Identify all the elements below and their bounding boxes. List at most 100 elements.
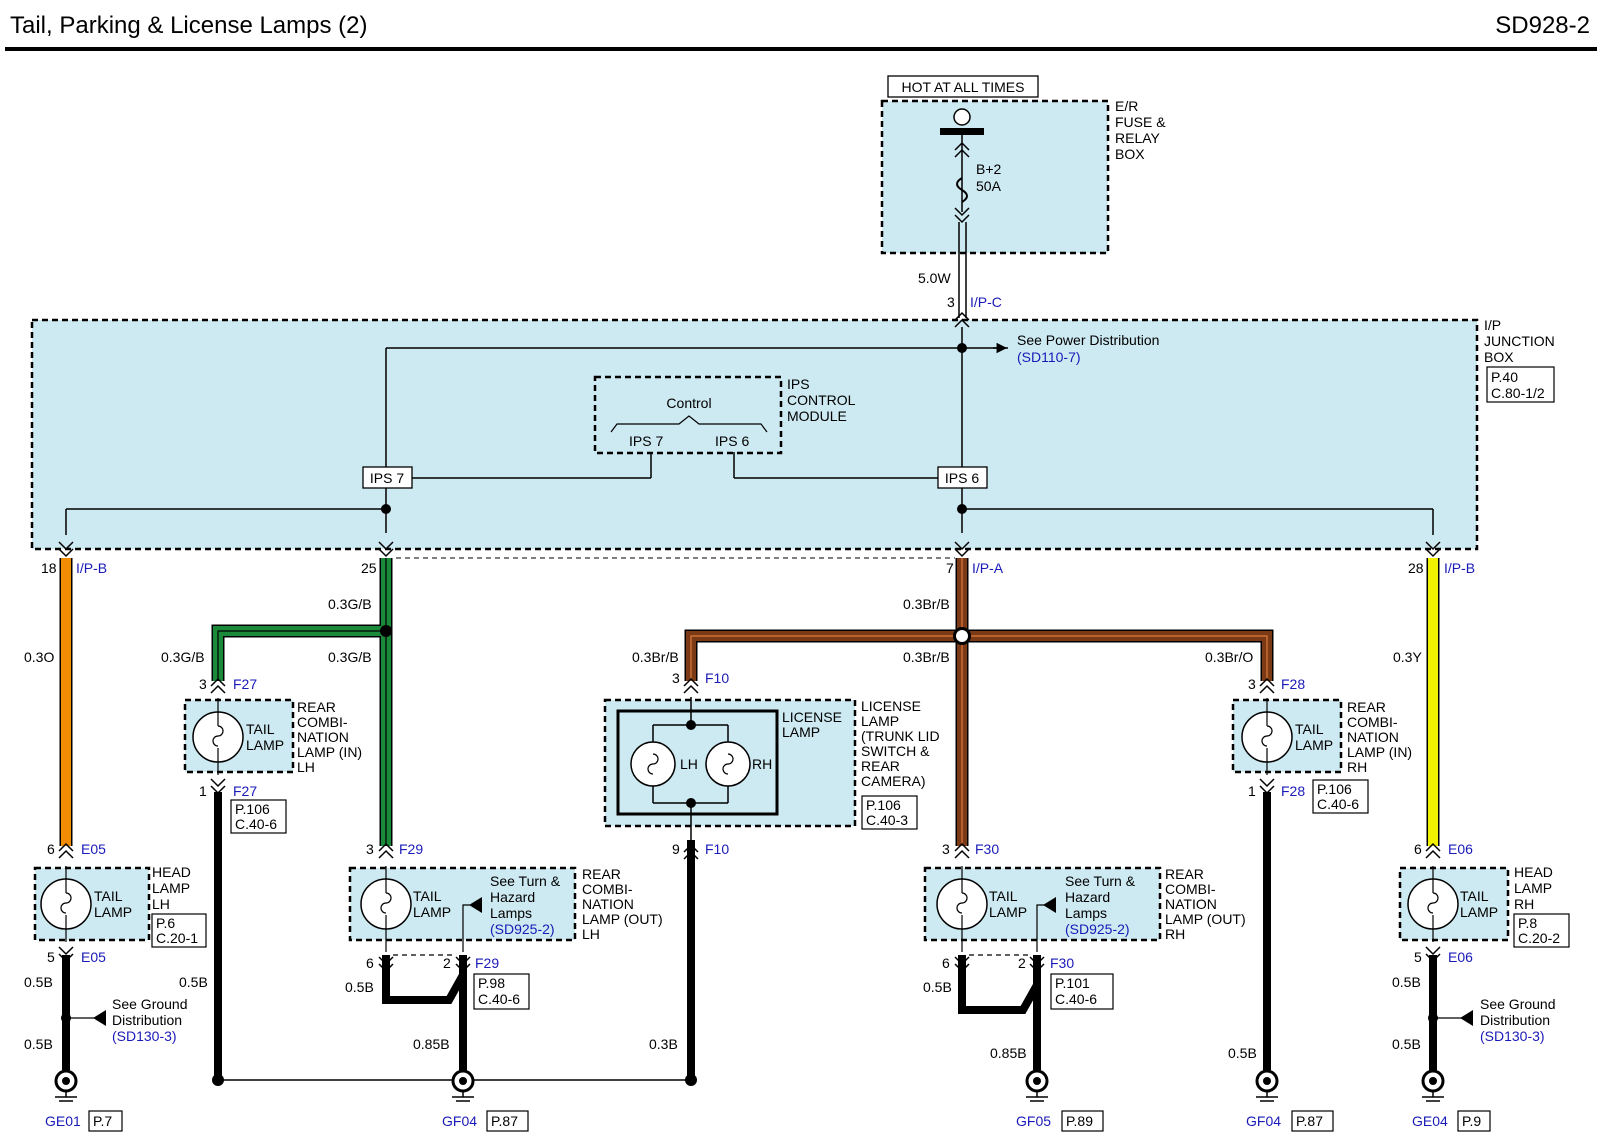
head-lamp-lh-tail: TAIL: [94, 888, 123, 904]
rc-in-rh-ref-conn[interactable]: C.40-6: [1317, 796, 1359, 812]
svg-text:I/P: I/P: [1484, 317, 1501, 333]
svg-text:JUNCTION: JUNCTION: [1484, 333, 1555, 349]
conn-f27-top: F27: [233, 676, 257, 692]
ground-gf05: GF05: [1016, 1113, 1051, 1129]
svg-text:RH: RH: [1514, 896, 1534, 912]
ips-control-label: Control: [666, 395, 711, 411]
junction-box-ref-page[interactable]: P.40: [1491, 369, 1518, 385]
pin-e05-top: 6: [47, 841, 55, 857]
ips-module-ips7: IPS 7: [629, 433, 663, 449]
ground-dist-left-link: [66, 1010, 106, 1026]
conn-ipb-right: I/P-B: [1444, 560, 1475, 576]
license-lamp-ref-conn[interactable]: C.40-3: [866, 812, 908, 828]
ips7-box-label: IPS 7: [370, 470, 404, 486]
junction-internal-wiring: [65, 327, 1434, 535]
lamp-bulb-icon: [192, 698, 244, 775]
ground-dist-right-ref[interactable]: (SD130-3): [1480, 1028, 1545, 1044]
wire-5-0w: [958, 222, 967, 318]
see-power-distribution-ref[interactable]: (SD110-7): [1017, 349, 1081, 365]
head-lamp-rh-ref-conn[interactable]: C.20-2: [1518, 930, 1560, 946]
conn-f29-top: F29: [399, 841, 423, 857]
wire-label-gnd-e06-1: 0.5B: [1392, 974, 1421, 990]
lamp-bulb-icon: [1407, 866, 1459, 942]
ground-gf05-ref-frame: [1061, 1110, 1104, 1132]
rc-out-lh-see-turn: See Turn & Hazard Lamps: [490, 873, 561, 921]
svg-text:FUSE &: FUSE &: [1115, 114, 1166, 130]
wire-label-gnd-e05-1: 0.5B: [24, 974, 53, 990]
battery-terminal-icon: [953, 108, 971, 126]
pin-f10-top: 3: [672, 670, 680, 686]
pin-18: 18: [41, 560, 57, 576]
wire-label-brown-main: 0.3Br/B: [903, 596, 950, 612]
ground-gf04a: GF04: [442, 1113, 477, 1129]
rc-out-lh-ref-page[interactable]: P.98: [478, 975, 505, 991]
head-lamp-lh-ref-conn[interactable]: C.20-1: [156, 930, 198, 946]
rc-out-lh-ref-frame: [473, 973, 530, 1010]
svg-text:NATION: NATION: [297, 729, 349, 745]
lamp-bulb-icon: [1241, 698, 1293, 775]
wire-label-yellow: 0.3Y: [1393, 649, 1422, 665]
junction-box-ref-conn[interactable]: C.80-1/2: [1491, 385, 1545, 401]
rc-out-rh-lamp: LAMP: [989, 904, 1027, 920]
ground-ge04-page[interactable]: P.9: [1462, 1113, 1481, 1129]
rc-in-rh-ref-page[interactable]: P.106: [1317, 781, 1352, 797]
conn-ipa: I/P-A: [972, 560, 1004, 576]
ground-dist-right-link: [1433, 1010, 1473, 1026]
ground-dist-left-ref[interactable]: (SD130-3): [112, 1028, 177, 1044]
svg-text:Hazard: Hazard: [1065, 889, 1110, 905]
svg-text:Distribution: Distribution: [1480, 1012, 1550, 1028]
conn-e06-bot: E06: [1448, 949, 1473, 965]
ground-dist-right-text: See Ground Distribution: [1480, 996, 1556, 1028]
lamp-bulb-icon: [705, 741, 751, 787]
svg-text:REAR: REAR: [582, 866, 621, 882]
pin-f28-bot: 1: [1248, 783, 1256, 799]
pin-f30-bot-l: 6: [942, 955, 950, 971]
svg-text:REAR: REAR: [861, 758, 900, 774]
wire-label-green-main: 0.3G/B: [328, 596, 372, 612]
ground-ge01-page[interactable]: P.7: [93, 1113, 112, 1129]
svg-text:NATION: NATION: [1347, 729, 1399, 745]
wire-label-brown-down: 0.3Br/B: [903, 649, 950, 665]
svg-text:HEAD: HEAD: [152, 864, 191, 880]
lamp-bulb-icon: [936, 866, 988, 952]
lamp-bulb-icon: [360, 866, 412, 952]
rc-out-lh-ref-conn[interactable]: C.40-6: [478, 991, 520, 1007]
svg-text:REAR: REAR: [1347, 699, 1386, 715]
pin-7: 7: [946, 560, 954, 576]
license-lamp-splices: [686, 720, 696, 808]
rc-out-lh-see-turn-ref[interactable]: (SD925-2): [490, 921, 555, 937]
ips7-box: [362, 466, 413, 489]
rc-in-lh-ref-conn[interactable]: C.40-6: [235, 816, 277, 832]
head-lamp-rh-ref-page[interactable]: P.8: [1518, 915, 1537, 931]
ips-module-ips6: IPS 6: [715, 433, 749, 449]
see-power-distribution: See Power Distribution: [1017, 332, 1159, 348]
ground-ge04-ref-frame: [1457, 1110, 1491, 1132]
rc-out-rh-ref-conn[interactable]: C.40-6: [1055, 991, 1097, 1007]
pin-f30-bot-r: 2: [1018, 955, 1026, 971]
ground-gf04a-page[interactable]: P.87: [491, 1113, 518, 1129]
rc-out-rh-ref-page[interactable]: P.101: [1055, 975, 1090, 991]
head-lamp-lh-ref-page[interactable]: P.6: [156, 915, 175, 931]
pin-f30-top: 3: [942, 841, 950, 857]
wire-label-gnd-e06-2: 0.5B: [1392, 1036, 1421, 1052]
ground-ge04: GE04: [1412, 1113, 1448, 1129]
hot-at-all-times-label: HOT AT ALL TIMES: [902, 79, 1025, 95]
rc-out-rh-see-turn-ref[interactable]: (SD925-2): [1065, 921, 1130, 937]
fuse-rating: 50A: [976, 178, 1002, 194]
ips6-box-label: IPS 6: [945, 470, 979, 486]
rc-in-rh-label: REAR COMBI- NATION LAMP (IN) RH: [1347, 699, 1412, 775]
conn-ipb-left: I/P-B: [76, 560, 107, 576]
svg-text:REAR: REAR: [1165, 866, 1204, 882]
svg-text:See Ground: See Ground: [1480, 996, 1556, 1012]
fuse-icon: [956, 177, 968, 203]
wire-label-gnd-e05-2: 0.5B: [24, 1036, 53, 1052]
ground-gf05-page[interactable]: P.89: [1066, 1113, 1093, 1129]
ground-gf04b-page[interactable]: P.87: [1296, 1113, 1323, 1129]
page-header: Tail, Parking & License Lamps (2) SD928-…: [0, 0, 1600, 52]
pin-f27-top: 3: [199, 676, 207, 692]
svg-text:LH: LH: [152, 896, 170, 912]
license-lamp-ref-page[interactable]: P.106: [866, 797, 901, 813]
pin-28: 28: [1408, 560, 1424, 576]
svg-text:Lamps: Lamps: [490, 905, 532, 921]
rc-in-lh-ref-page[interactable]: P.106: [235, 801, 270, 817]
